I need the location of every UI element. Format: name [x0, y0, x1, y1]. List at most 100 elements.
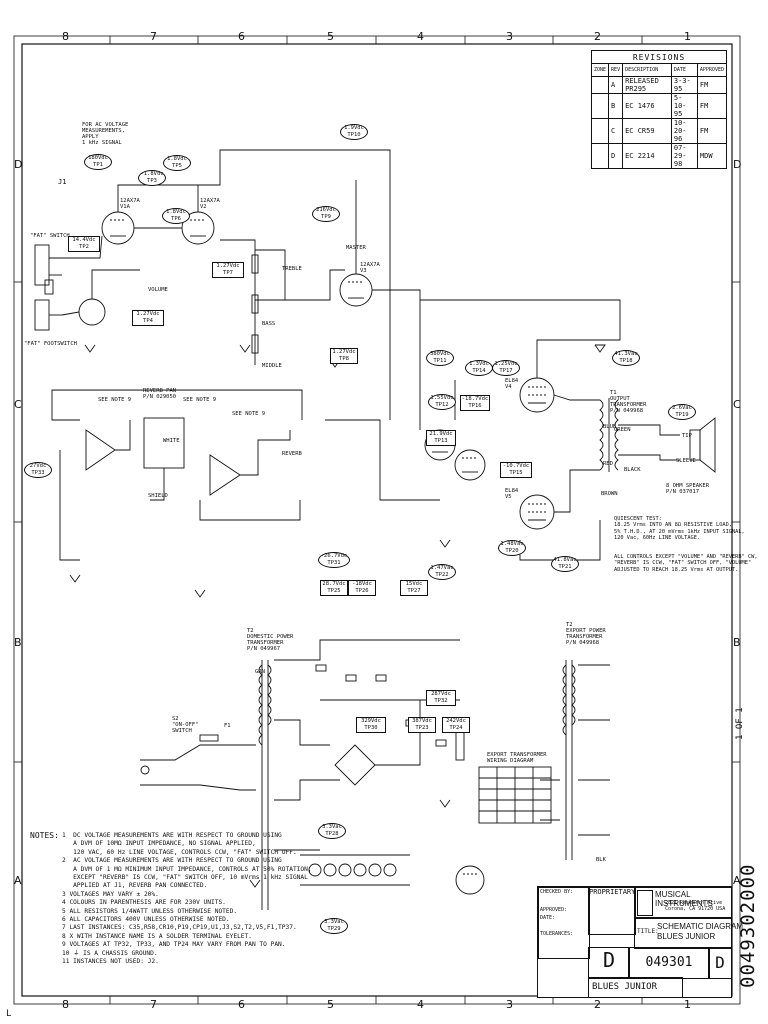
revision-row: D EC 2214 07-29-98 MDW: [590, 143, 728, 169]
domestic-transformer-label: T2 DOMESTIC POWER TRANSFORMER P/N 049967: [247, 628, 294, 652]
revisions-table: REVISIONS ZONE REV DESCRIPTION DATE APPR…: [590, 50, 728, 169]
tip-label: TIP: [682, 433, 692, 439]
green-wire-label: GREEN: [614, 427, 631, 433]
test-point: 387Vdc TP23: [408, 717, 436, 733]
model-cell: BLUES JUNIOR: [588, 977, 683, 998]
zone-top-7: 7: [150, 30, 157, 43]
zone-top-8: 8: [62, 30, 69, 43]
test-point: 1.47Vac TP22: [428, 564, 456, 580]
fuse-label: F1: [224, 723, 231, 729]
test-point: 180Vdc TP1: [84, 154, 112, 170]
note-item: 5 ALL RESISTORS 1/4WATT UNLESS OTHERWISE…: [62, 907, 238, 915]
speaker-label: 8 OHM SPEAKER P/N 037017: [666, 483, 710, 495]
zone-bottom-8: 8: [62, 998, 69, 1011]
zone-right-d: D: [733, 158, 742, 171]
tube-v4-label: EL84 V4: [505, 378, 519, 390]
test-point: 41.3Vac TP18: [612, 350, 640, 366]
zone-top-5: 5: [327, 30, 334, 43]
reverb-pan-label: REVERB PAN P/N 029050: [143, 388, 177, 400]
zone-left-c: C: [14, 398, 22, 411]
tube-v3-label: 12AX7A V3: [360, 262, 380, 274]
zone-bottom-3: 3: [506, 998, 513, 1011]
proprietary-label: PROPRIETARY: [589, 888, 636, 896]
shield-label: SHIELD: [148, 493, 168, 499]
tube-v5-label: EL84 V5: [505, 488, 519, 500]
test-point: 1.55Vdc TP12: [428, 394, 456, 410]
revision-row: A RELEASED PR295 3-3-95 FM: [590, 76, 728, 94]
test-point: 27Vdc TP33: [24, 462, 52, 478]
company-cell: MUSICAL INSTRUMENTS 2821 Research Drive …: [634, 887, 732, 919]
test-point: 216Vdc TP9: [312, 206, 340, 222]
fat-footswitch-label: "FAT" FOOTSWITCH: [24, 341, 77, 347]
zone-right-a: A: [733, 874, 741, 887]
onoff-switch-label: S2 "ON-OFF" SWITCH: [172, 716, 199, 734]
tube-v2-label: 12AX7A V2: [200, 198, 220, 210]
company-name: MUSICAL INSTRUMENTS: [655, 890, 713, 908]
zone-bottom-1: 1: [684, 998, 691, 1011]
note-item: 7 LAST INSTANCES: C35,R58,CR10,P19,CP19,…: [62, 924, 297, 932]
side-doc-number: 0049302000: [737, 863, 759, 988]
rev-header-desc: DESCRIPTION: [622, 63, 672, 77]
test-point: -26.7Vdc TP31: [318, 552, 350, 568]
test-point: 28.7Vdc TP25: [320, 580, 348, 596]
zone-bottom-7: 7: [150, 998, 157, 1011]
test-point: 287Vdc TP32: [426, 690, 456, 706]
approvals-cell: CHECKED BY: APPROVED: DATE: TOLERANCES:: [538, 887, 590, 959]
test-point: -18Vdc TP26: [348, 580, 376, 596]
test-point: 2.6Vac TP19: [668, 404, 696, 420]
blue-wire-label: BLUE: [603, 424, 617, 430]
volume-label: VOLUME: [148, 287, 168, 293]
note-item: 3 VOLTAGES MAY VARY ± 20%.: [62, 890, 159, 898]
test-point: 1.27Vdc TP8: [330, 348, 358, 364]
zone-right-b: B: [733, 636, 741, 649]
test-point: 1.48Vac TP20: [498, 540, 526, 556]
revisions-title: REVISIONS: [591, 50, 727, 64]
test-point: 329Vdc TP30: [356, 717, 386, 733]
test-point: -18.7Vdc TP16: [460, 395, 490, 411]
corner-mark: L: [6, 1009, 12, 1019]
zone-top-1: 1: [684, 30, 691, 43]
brown-wire-label: BROWN: [601, 491, 618, 497]
title-label: TITLE:: [637, 928, 659, 935]
model-name: BLUES JUNIOR: [592, 982, 658, 992]
revision-row: B EC 1476 5-10-95 FM: [590, 93, 728, 119]
zone-bottom-4: 4: [417, 998, 424, 1011]
zone-top-4: 4: [417, 30, 424, 43]
note-item: 9 VOLTAGES AT TP32, TP33, AND TP24 MAY V…: [62, 941, 286, 949]
see-note-9-label: SEE NOTE 9: [98, 397, 132, 403]
zone-right-c: C: [733, 398, 741, 411]
note-item: 8 X WITH INSTANCE NAME IS A SOLDER TERMI…: [62, 932, 252, 940]
quiescent-test-note: QUIESCENT TEST: 18.25 Vrms INTO AN 8Ω RE…: [614, 516, 745, 541]
zone-left-d: D: [14, 158, 23, 171]
black-wire-label: BLACK: [624, 467, 641, 473]
export-wiring-label: EXPORT TRANSFORMER WIRING DIAGRAM: [487, 752, 547, 764]
zone-top-3: 3: [506, 30, 513, 43]
doc-number-cell: 049301: [628, 947, 710, 979]
see-note-9-label: SEE NOTE 9: [232, 411, 266, 417]
test-point: 1.9Vdc TP10: [340, 124, 368, 140]
test-point: -1.8Vdc TP3: [138, 170, 166, 186]
test-point: 15Vdc TP27: [400, 580, 428, 596]
treble-label: TREBLE: [282, 266, 302, 272]
note-item: 1 DC VOLTAGE MEASUREMENTS ARE WITH RESPE…: [62, 832, 297, 856]
doc-number: 049301: [645, 955, 693, 970]
test-point: 3.3Vac TP29: [320, 918, 348, 934]
sheet-number: 1 OF 1: [735, 707, 745, 740]
zone-bottom-5: 5: [327, 998, 334, 1011]
test-point: 1.27Vdc TP4: [132, 310, 164, 326]
middle-label: MIDDLE: [262, 363, 282, 369]
test-point: 3.3Vac TP28: [318, 823, 346, 839]
test-point: 41.8Vac TP21: [551, 556, 579, 572]
blk-wire-label: BLK: [596, 857, 606, 863]
test-point: 1.25Vdc TP17: [492, 360, 520, 376]
rev-header-zone: ZONE: [590, 63, 610, 77]
master-label: MASTER: [346, 245, 366, 251]
test-point: 242Vdc TP24: [442, 717, 470, 733]
rev-header-rev: REV: [608, 63, 624, 77]
rev-header-date: DATE: [670, 63, 698, 77]
rev-cell: D: [708, 947, 732, 979]
test-point: 14.4Vdc TP2: [68, 236, 100, 252]
zone-left-a: A: [14, 874, 22, 887]
